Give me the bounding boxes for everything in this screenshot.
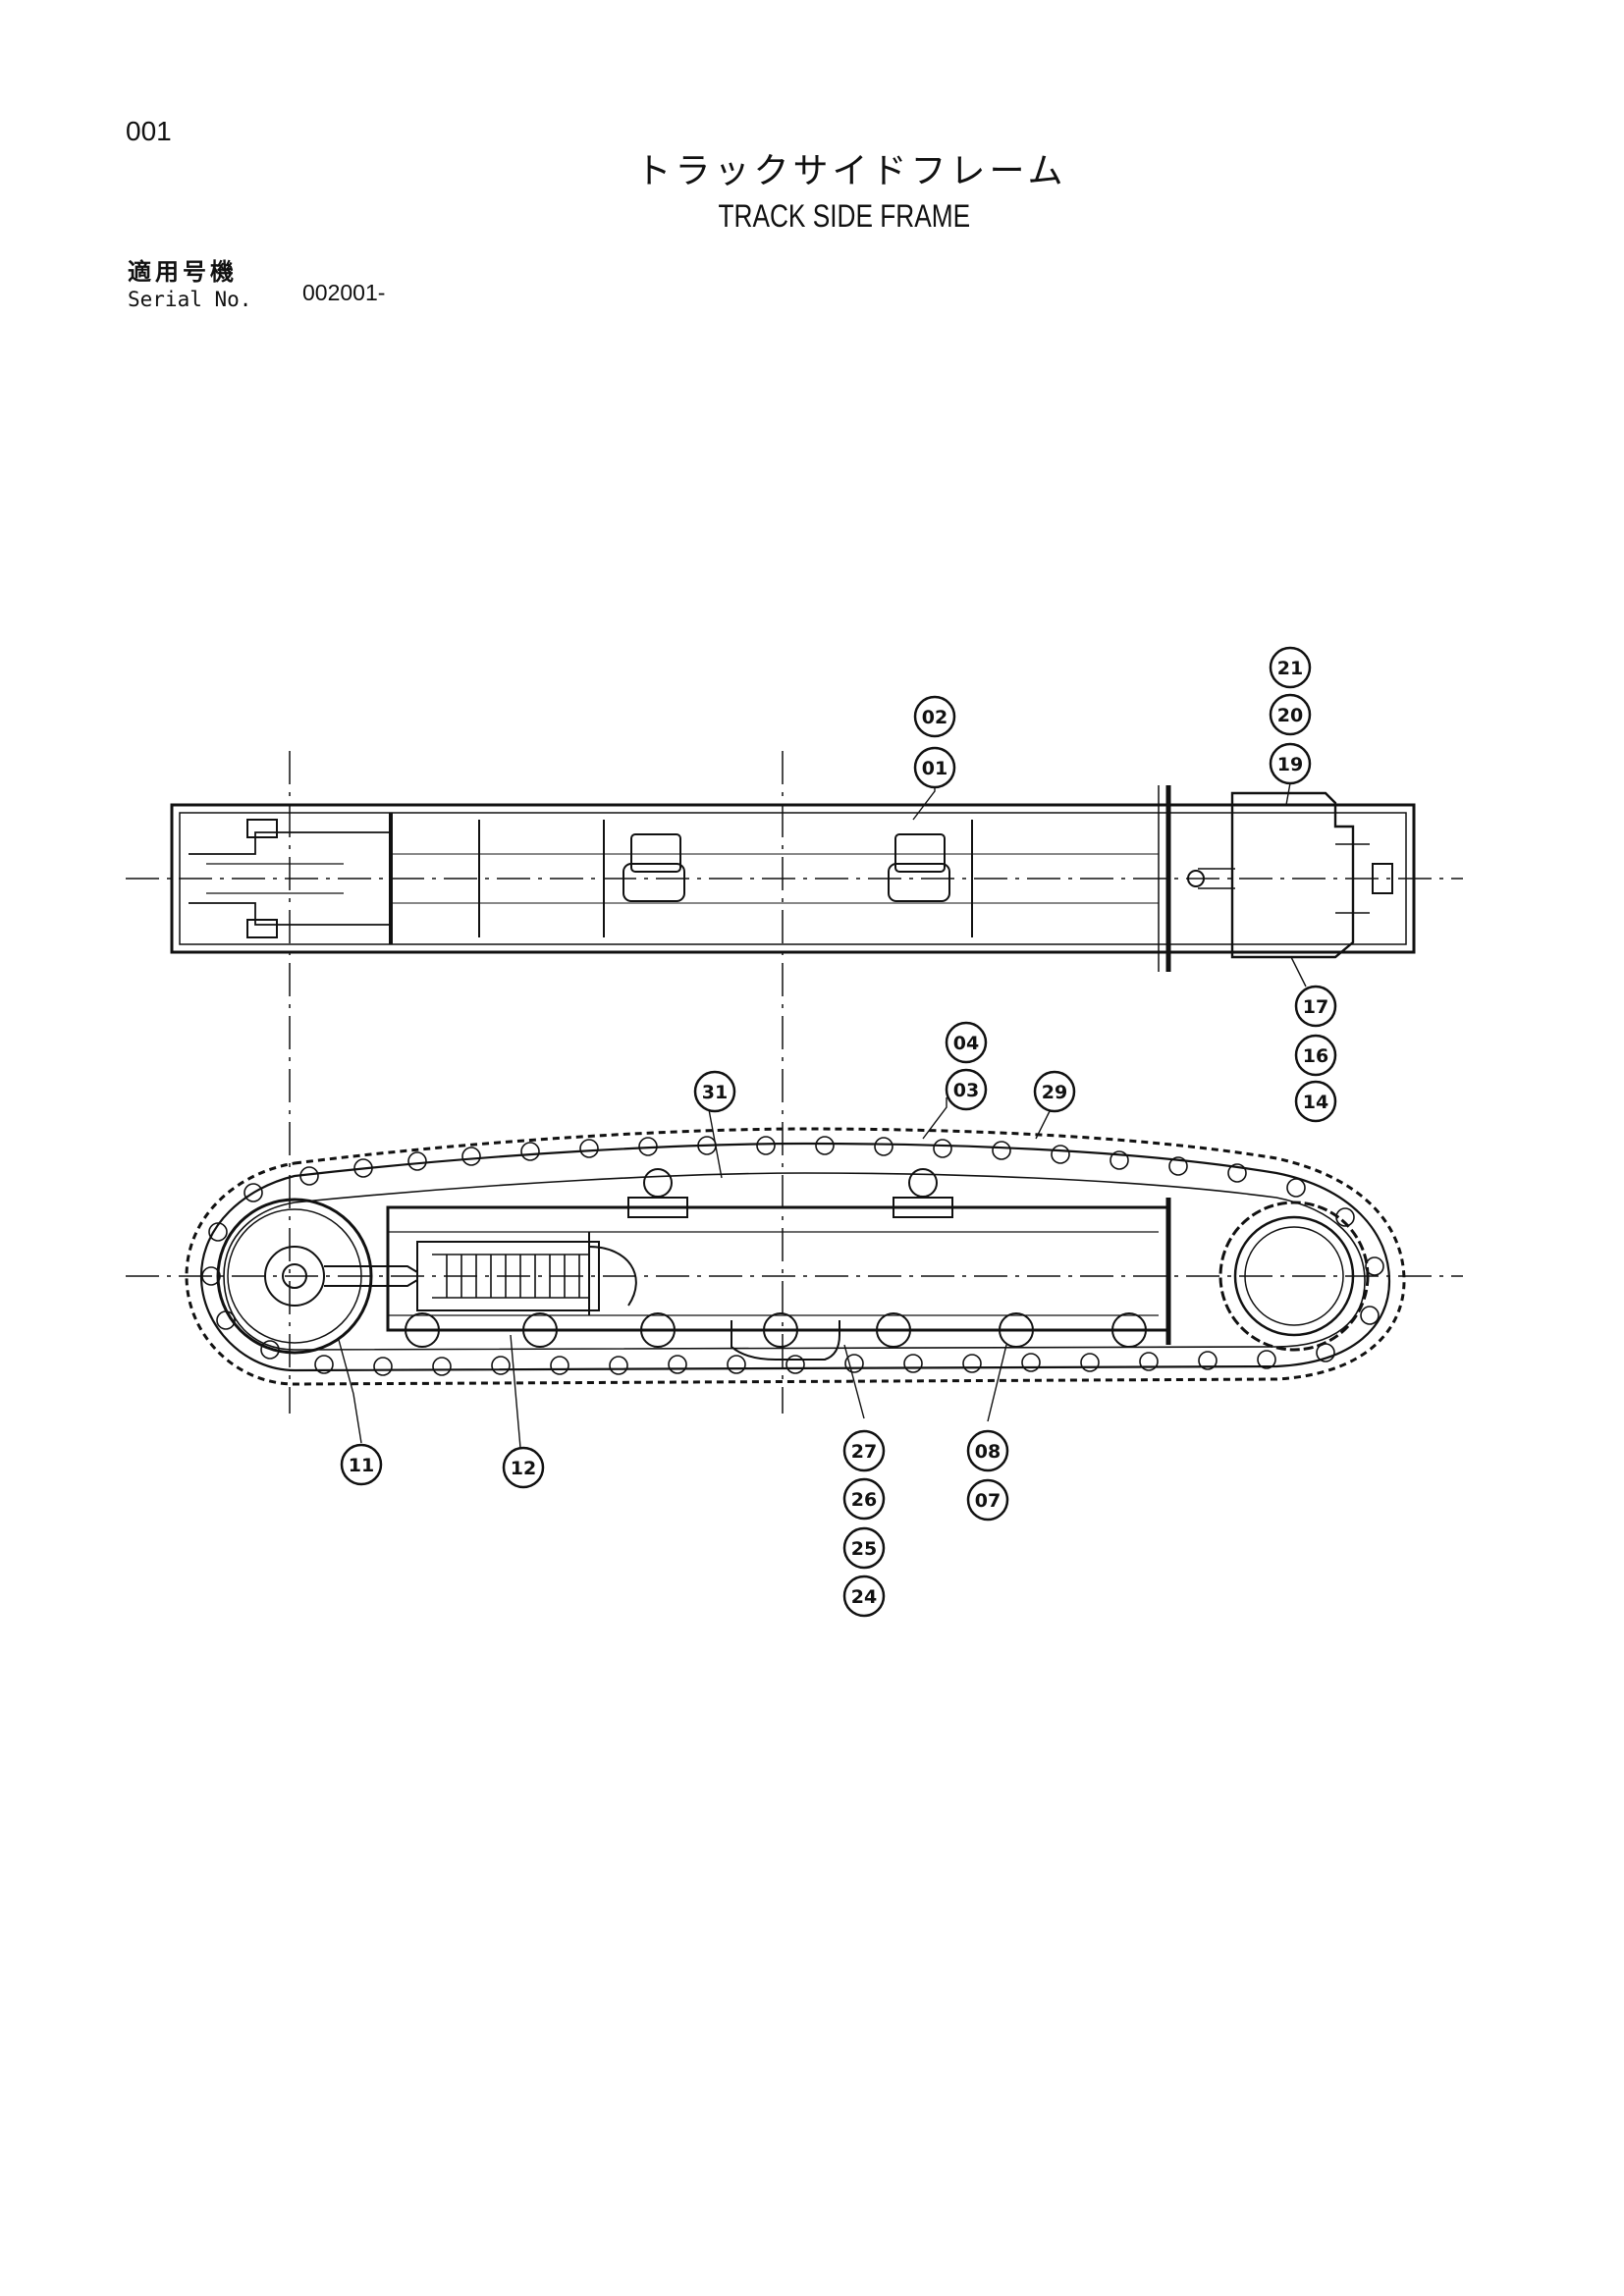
callout-label: 17 <box>1303 996 1328 1018</box>
callout-02: 02 <box>913 695 956 738</box>
callout-29: 29 <box>1033 1070 1076 1113</box>
callout-circle <box>340 1443 383 1486</box>
side-view-track <box>185 1127 1406 1386</box>
callout-label: 24 <box>851 1586 877 1608</box>
callout-17: 17 <box>1294 985 1337 1028</box>
callout-label: 26 <box>851 1489 877 1511</box>
callout-circle <box>1033 1070 1076 1113</box>
callout-31: 31 <box>693 1070 736 1113</box>
callout-label: 08 <box>975 1441 1001 1463</box>
callout-label: 25 <box>851 1538 877 1560</box>
callout-label: 20 <box>1277 705 1303 726</box>
callout-label: 31 <box>702 1082 728 1103</box>
callout-circle <box>1294 1080 1337 1123</box>
center-lines <box>126 751 1463 1414</box>
callout-circle <box>502 1446 545 1489</box>
callout-circle <box>966 1478 1009 1522</box>
page-number: 001 <box>126 116 172 146</box>
callout-circle <box>945 1021 988 1064</box>
track-rollers <box>405 1312 1147 1348</box>
track-link-pins <box>201 1136 1384 1376</box>
title-block: トラックサイドフレーム TRACK SIDE FRAME <box>0 149 1624 238</box>
callout-label: 07 <box>975 1490 1001 1512</box>
callout-03: 03 <box>945 1068 988 1111</box>
callout-circle <box>693 1070 736 1113</box>
page-title-japanese: トラックサイドフレーム <box>635 151 1067 191</box>
page-title-english: TRACK SIDE FRAME <box>718 198 971 234</box>
callout-circle <box>1269 742 1312 785</box>
callout-circle <box>1269 646 1312 689</box>
serial-label: 適用号機 Serial No. <box>128 257 251 312</box>
callout-circle <box>842 1429 886 1472</box>
leader-lines <box>338 768 1307 1449</box>
callout-label: 19 <box>1277 754 1303 775</box>
callout-circle <box>1294 1034 1337 1077</box>
callout-circle <box>842 1575 886 1618</box>
callout-12: 12 <box>502 1446 545 1489</box>
callout-11: 11 <box>340 1443 383 1486</box>
callout-label: 11 <box>349 1455 374 1476</box>
callout-25: 25 <box>842 1526 886 1570</box>
callout-04: 04 <box>945 1021 988 1064</box>
callout-circle <box>913 746 956 789</box>
callout-circle <box>945 1068 988 1111</box>
callout-label: 27 <box>851 1441 877 1463</box>
serial-label-english: Serial No. <box>128 288 252 311</box>
callout-14: 14 <box>1294 1080 1337 1123</box>
callout-21: 21 <box>1269 646 1312 689</box>
serial-label-japanese: 適用号機 <box>128 258 238 286</box>
callout-circle <box>1294 985 1337 1028</box>
recoil-spring-coils <box>446 1255 580 1298</box>
callout-circle <box>913 695 956 738</box>
callout-circle <box>966 1429 1009 1472</box>
callout-layer: 21 20 19 02 01 17 16 14 04 03 31 29 11 12 27 26 25 24 08 07 <box>340 646 1337 1618</box>
callout-20: 20 <box>1269 693 1312 736</box>
callout-07: 07 <box>966 1478 1009 1522</box>
callout-label: 12 <box>511 1458 536 1479</box>
callout-01: 01 <box>913 746 956 789</box>
callout-label: 14 <box>1303 1092 1328 1113</box>
callout-label: 01 <box>922 758 947 779</box>
callout-label: 29 <box>1042 1082 1067 1103</box>
callout-circle <box>842 1526 886 1570</box>
top-view-frame <box>170 785 1416 972</box>
callout-16: 16 <box>1294 1034 1337 1077</box>
callout-label: 03 <box>953 1080 979 1101</box>
callout-circle <box>1269 693 1312 736</box>
callout-24: 24 <box>842 1575 886 1618</box>
callout-label: 21 <box>1277 658 1303 679</box>
callout-27: 27 <box>842 1429 886 1472</box>
callout-label: 16 <box>1303 1045 1328 1067</box>
callout-label: 04 <box>953 1033 979 1054</box>
serial-value: 002001- <box>302 280 386 305</box>
callout-26: 26 <box>842 1477 886 1521</box>
callout-circle <box>842 1477 886 1521</box>
callout-08: 08 <box>966 1429 1009 1472</box>
callout-19: 19 <box>1269 742 1312 785</box>
callout-label: 02 <box>922 707 947 728</box>
